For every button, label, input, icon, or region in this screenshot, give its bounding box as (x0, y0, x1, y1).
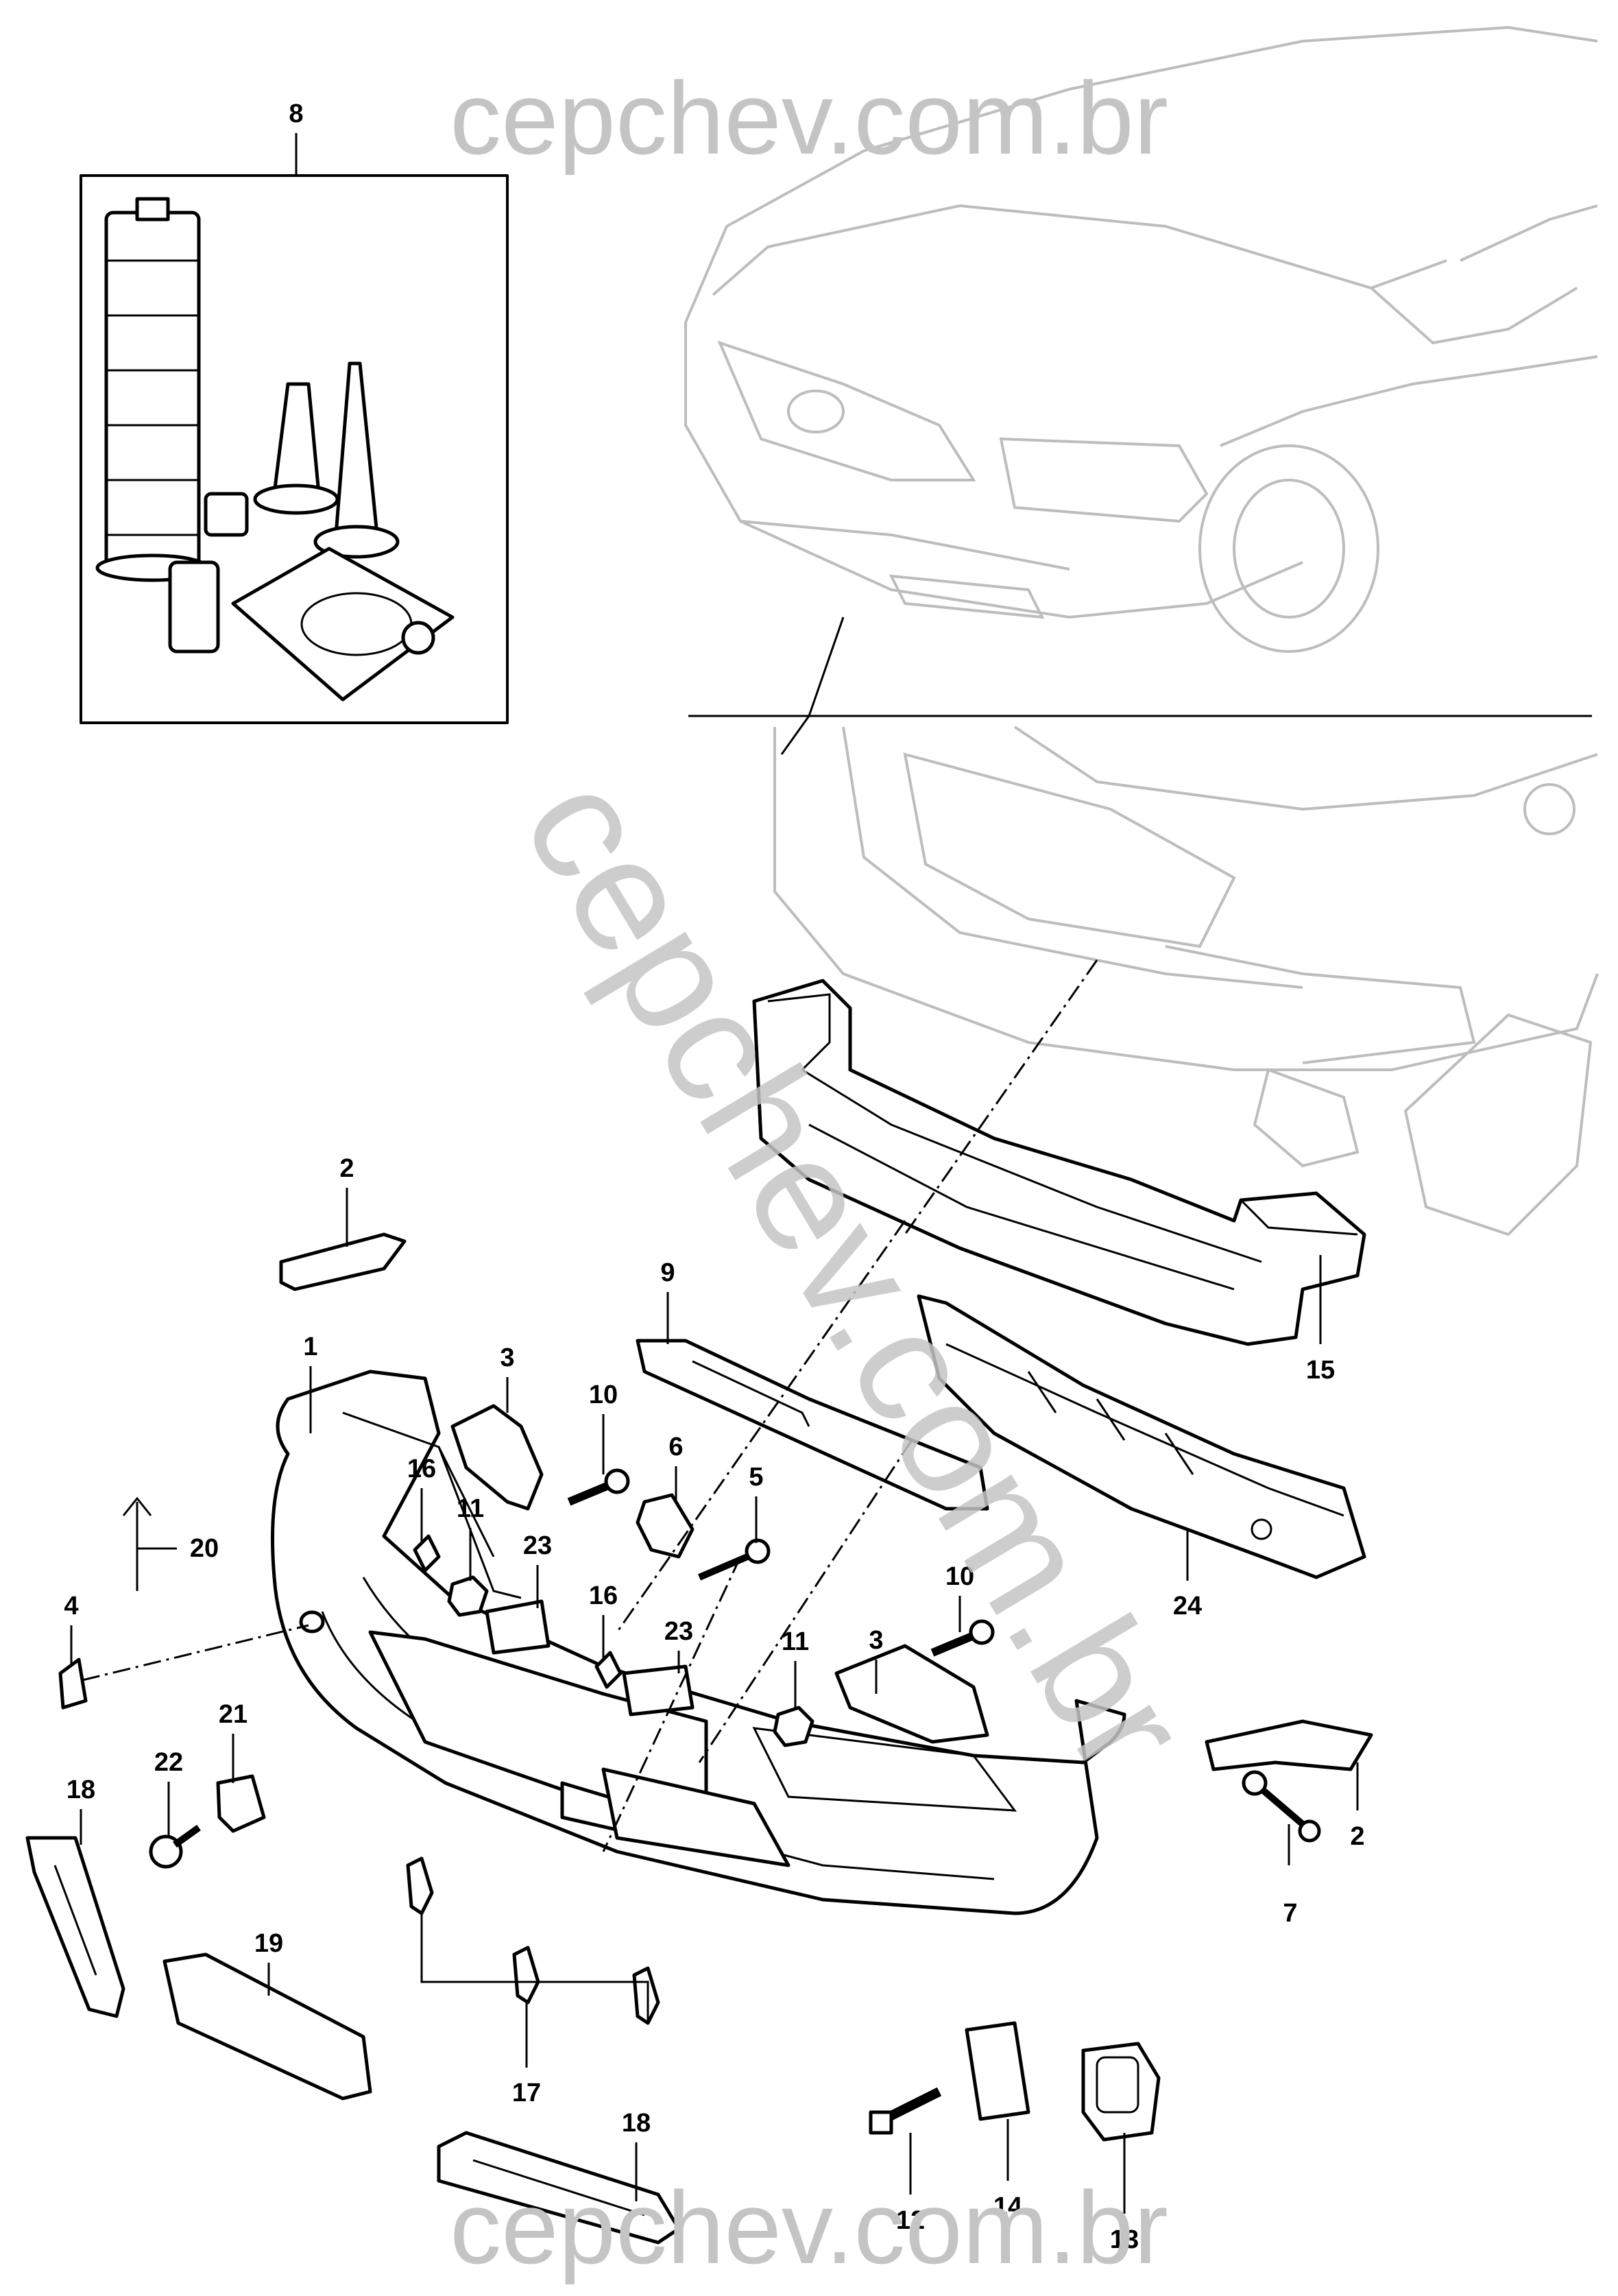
fog-lamp-grille-left (25, 1836, 125, 2018)
clip-16-right (594, 1651, 623, 1689)
engine-bay-view (773, 726, 1599, 1236)
sealant-kit-box (80, 133, 509, 724)
tow-eye-cap (58, 1658, 88, 1710)
assembly-line-24 (616, 1220, 906, 1633)
callout-14: 14 (993, 2192, 1022, 2221)
primer-bottle-small (204, 492, 249, 537)
front-bumper-cover (271, 1370, 1126, 1915)
sealant-cartridge (104, 211, 201, 571)
callout-3: 3 (500, 1343, 514, 1372)
callout-4: 4 (64, 1592, 78, 1621)
callout-1: 1 (303, 1332, 317, 1361)
callout-10: 10 (945, 1562, 974, 1591)
bolt-10-right (930, 1619, 995, 1657)
callout-3: 3 (869, 1626, 883, 1655)
clip-nut-6 (636, 1493, 695, 1559)
direction-arrow-20 (122, 1496, 177, 1591)
callout-20: 20 (190, 1534, 219, 1563)
nut-11-left (447, 1575, 489, 1617)
bumper-impact-beam (917, 1294, 1366, 1579)
callout-6: 6 (668, 1433, 683, 1461)
grommet-13 (1081, 2042, 1161, 2142)
clip-21 (216, 1774, 266, 1833)
callout-18: 18 (622, 2109, 651, 2138)
callout-12: 12 (896, 2206, 925, 2235)
clip-16-left (413, 1534, 441, 1572)
side-guide-left (450, 1404, 544, 1511)
assembly-line-4 (82, 1624, 309, 1682)
assembly-line-15 (904, 959, 1098, 1235)
side-guide-right (834, 1644, 989, 1744)
screw-22 (149, 1824, 201, 1869)
watermark-bottom: cepchev.com.br (450, 2170, 1168, 2285)
callout-13: 13 (1110, 2225, 1139, 2254)
callout-11: 11 (457, 1494, 484, 1523)
callout-23: 23 (523, 1531, 552, 1560)
push-pin-7 (1242, 1770, 1321, 1843)
vehicle-front-view (684, 25, 1598, 653)
callout-leaders (70, 1188, 1359, 2214)
callout-11: 11 (782, 1627, 809, 1656)
bumper-guide-bracket (636, 1339, 989, 1511)
bolt-12 (869, 2087, 942, 2135)
sealing-bag (231, 547, 455, 702)
callout-7: 7 (1283, 1899, 1297, 1928)
callout-9: 9 (660, 1258, 675, 1287)
callout-17: 17 (512, 2079, 541, 2107)
view-leader-line (780, 617, 845, 755)
lower-spoiler (162, 1952, 372, 2101)
callout-labels: 1 2 2 3 3 4 5 6 7 8 9 10 10 11 11 12 13 … (64, 99, 1364, 2254)
callout-10: 10 (589, 1380, 618, 1409)
bolt-10-left (567, 1468, 630, 1506)
bracket-right (1205, 1719, 1373, 1771)
assembly-line-9 (698, 1439, 913, 1763)
callout-2: 2 (339, 1154, 354, 1183)
rivet-17-a (406, 1856, 434, 1915)
plate-14 (965, 2021, 1030, 2121)
bracket-left (279, 1232, 407, 1291)
callout-24: 24 (1173, 1592, 1202, 1621)
nut-11-right (773, 1706, 814, 1747)
callout-23: 23 (664, 1617, 693, 1646)
callout-18: 18 (67, 1775, 95, 1804)
callout-19: 19 (254, 1929, 283, 1958)
callout-8: 8 (289, 99, 303, 128)
spacer-23-right (622, 1664, 695, 1717)
callout-16: 16 (589, 1581, 618, 1610)
watermark-top: cepchev.com.br (450, 60, 1168, 176)
callout-15: 15 (1306, 1356, 1335, 1385)
energy-absorber (752, 979, 1366, 1346)
rivet-17-b (512, 1946, 540, 2005)
callout-5: 5 (749, 1463, 763, 1492)
callout-22: 22 (154, 1748, 183, 1777)
assembly-line-5 (602, 1556, 742, 1852)
callout-16: 16 (407, 1455, 436, 1483)
callout-21: 21 (219, 1700, 247, 1729)
bumper-opening-left (368, 1630, 708, 1813)
spacer-23-left (485, 1599, 551, 1655)
callout-2: 2 (1350, 1822, 1364, 1851)
rivet-17-c (632, 1966, 660, 2025)
primer-bottle (168, 560, 220, 654)
